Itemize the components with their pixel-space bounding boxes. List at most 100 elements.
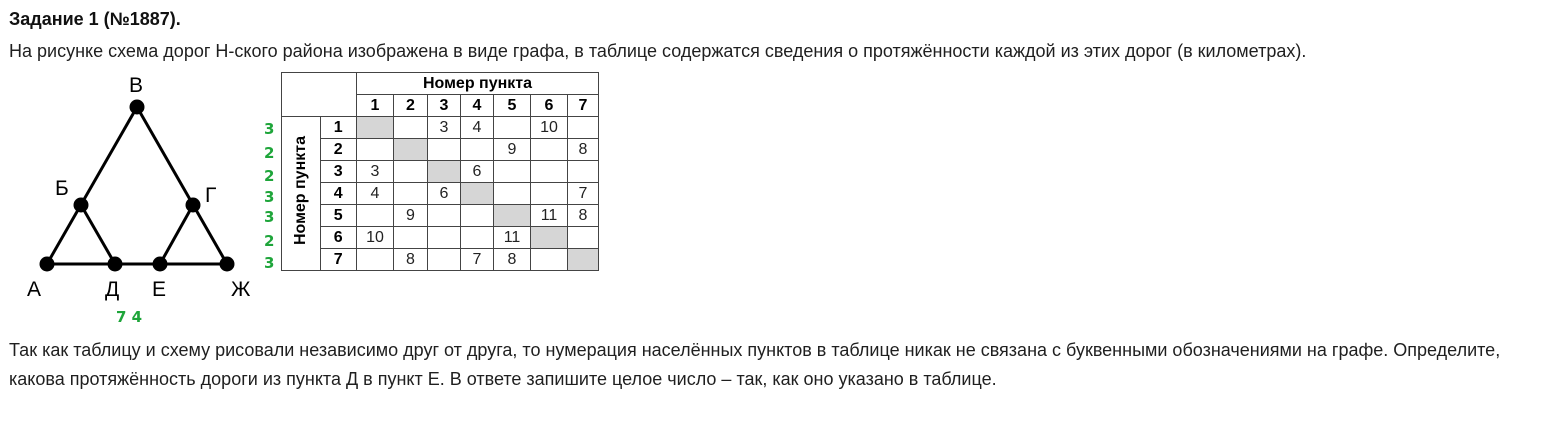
vertex-label-G: Г <box>205 184 216 207</box>
table-cell <box>393 182 428 205</box>
road-graph: В Б Г А Д Е Ж <box>27 74 251 301</box>
vertex-label-E: Е <box>152 278 166 301</box>
table-cell <box>460 138 494 161</box>
table-cell <box>530 226 568 249</box>
table-cell <box>460 182 494 205</box>
table-cell <box>567 116 599 139</box>
row-note: 2 <box>264 144 274 162</box>
vertex-label-B: В <box>129 74 143 97</box>
table-row: 4 4 6 7 <box>282 182 599 205</box>
column-header: 4 <box>460 94 494 117</box>
table-cell <box>356 116 394 139</box>
vertex-label-A: А <box>27 278 41 301</box>
vertex-A <box>39 256 55 272</box>
table-cell: 11 <box>493 226 531 249</box>
vertex-G <box>185 197 201 213</box>
vertex-label-Zh: Ж <box>231 278 251 301</box>
column-header: 7 <box>567 94 599 117</box>
table-cell <box>393 116 428 139</box>
row-header: 7 <box>319 248 357 271</box>
table-cell <box>530 182 568 205</box>
vertex-Bb <box>73 197 89 213</box>
table-cell <box>356 248 394 271</box>
table-row: 3 3 6 <box>282 160 599 183</box>
table-cell: 3 <box>427 116 461 139</box>
table-row: Номер пункта 1 3 4 10 <box>281 116 599 271</box>
table-cell <box>567 226 599 249</box>
table-cell <box>356 204 394 227</box>
column-header: 5 <box>493 94 531 117</box>
handwritten-notes: 3 2 2 3 3 2 3 7 4 <box>116 120 274 326</box>
table-cell: 4 <box>356 182 394 205</box>
table-cell: 9 <box>393 204 428 227</box>
table-cell <box>460 226 494 249</box>
task-intro: На рисунке схема дорог Н-ского района из… <box>9 41 1307 61</box>
table-cell <box>493 116 531 139</box>
table-cell <box>356 138 394 161</box>
vertex-B <box>129 99 145 115</box>
table-cell: 9 <box>493 138 531 161</box>
table-cell: 11 <box>530 204 568 227</box>
column-group-header: Номер пункта <box>356 72 599 95</box>
row-note: 3 <box>264 188 274 206</box>
table-cell <box>493 182 531 205</box>
vertex-label-D: Д <box>105 278 119 301</box>
table-cell: 10 <box>530 116 568 139</box>
table-cell: 8 <box>393 248 428 271</box>
table-cell: 3 <box>356 160 394 183</box>
table-cell <box>393 226 428 249</box>
table-cell: 8 <box>493 248 531 271</box>
task-title: Задание 1 (№1887). <box>9 9 181 29</box>
vertex-Zh <box>219 256 235 272</box>
column-header: 3 <box>427 94 461 117</box>
row-header: 6 <box>319 226 357 249</box>
table-cell <box>493 204 531 227</box>
table-cell: 4 <box>460 116 494 139</box>
row-note: 3 <box>264 208 274 226</box>
vertex-E <box>152 256 168 272</box>
vertex-label-Bb: Б <box>55 177 69 200</box>
distance-table: Номер пункта 1 2 3 4 5 6 7 Номер пункта … <box>281 72 599 271</box>
row-header: 3 <box>319 160 357 183</box>
row-header: 2 <box>319 138 357 161</box>
table-corner <box>281 72 357 117</box>
table-cell: 8 <box>567 138 599 161</box>
table-cell <box>567 248 599 271</box>
table-cell: 8 <box>567 204 599 227</box>
table-row: 2 9 8 <box>282 138 599 161</box>
column-header: 6 <box>530 94 568 117</box>
table-cell: 6 <box>427 182 461 205</box>
table-cell: 6 <box>460 160 494 183</box>
table-cell <box>567 160 599 183</box>
task-question: Так как таблицу и схему рисовали независ… <box>9 340 1501 389</box>
row-note: 3 <box>264 120 274 138</box>
table-cell <box>427 226 461 249</box>
row-note: 2 <box>264 232 274 250</box>
table-cell <box>393 160 428 183</box>
column-header: 2 <box>393 94 428 117</box>
table-cell <box>427 138 461 161</box>
table-cell <box>530 160 568 183</box>
table-cell <box>460 204 494 227</box>
row-header: 5 <box>319 204 357 227</box>
row-header: 1 <box>319 116 357 139</box>
row-group-header: Номер пункта <box>281 116 321 271</box>
table-cell <box>530 138 568 161</box>
table-cell <box>427 160 461 183</box>
table-cell: 7 <box>567 182 599 205</box>
column-header: 1 <box>356 94 394 117</box>
vertex-D <box>107 256 123 272</box>
table-cell: 10 <box>356 226 394 249</box>
table-cell <box>393 138 428 161</box>
table-cell <box>493 160 531 183</box>
table-row: 5 9 11 8 <box>282 204 599 227</box>
table-row: 7 8 7 8 <box>282 248 599 271</box>
row-note: 2 <box>264 167 274 185</box>
table-cell: 7 <box>460 248 494 271</box>
row-header: 4 <box>319 182 357 205</box>
table-cell <box>427 248 461 271</box>
graph-note: 7 4 <box>116 308 142 326</box>
table-cell <box>427 204 461 227</box>
table-row: 6 10 11 <box>282 226 599 249</box>
table-cell <box>530 248 568 271</box>
